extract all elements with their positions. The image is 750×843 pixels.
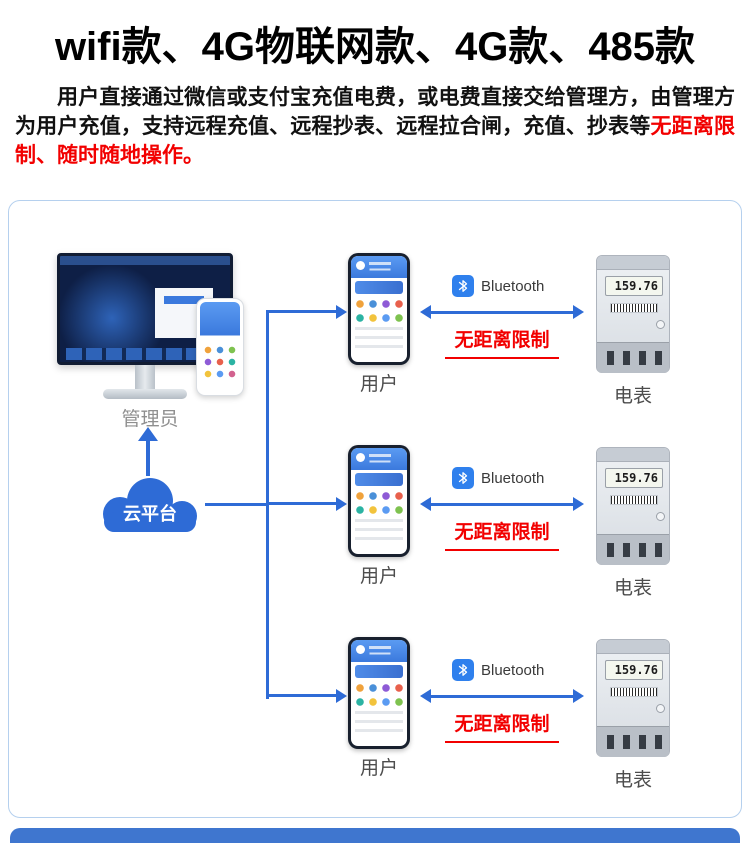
meter-label: 电表: [613, 770, 652, 791]
bluetooth-label: Bluetooth: [481, 469, 545, 487]
meter-terminal-block: [597, 534, 669, 565]
meter-button: [656, 320, 665, 329]
phone-screen: [351, 640, 407, 746]
electric-meter: 159.76: [596, 255, 670, 373]
bidirectional-arrow: [420, 689, 584, 703]
bidirectional-arrow: [420, 305, 584, 319]
phone-app-list: [355, 519, 403, 541]
meter-top-plate: [597, 448, 669, 462]
arrow-head-left: [420, 689, 431, 703]
cloud-to-admin-arrow-line: [146, 440, 150, 476]
meter-lcd-display: 159.76: [605, 468, 663, 488]
page-title: wifi款、4G物联网款、4G款、485款: [54, 25, 696, 69]
flow-row: 用户 Bluetooth 无距离限制 159.76 电表: [0, 637, 750, 827]
phone-app-icon-grid: [353, 681, 405, 709]
bluetooth-badge: Bluetooth: [452, 467, 544, 489]
no-distance-limit-text: 无距离限制: [445, 517, 559, 551]
bidirectional-arrow: [420, 497, 584, 511]
cloud-to-admin-arrow-head: [138, 427, 158, 441]
meter-label: 电表: [613, 578, 652, 599]
admin-label: 管理员: [121, 409, 179, 430]
meter-lcd-display: 159.76: [605, 276, 663, 296]
branch-arrow-head: [336, 689, 347, 703]
meter-top-plate: [597, 256, 669, 270]
intro-paragraph: 用户直接通过微信或支付宝充值电费，或电费直接交给管理方，由管理方为用户充值，支持…: [15, 84, 735, 171]
branch-arrow-line: [268, 502, 336, 505]
meter-label: 电表: [613, 386, 652, 407]
phone-app-icon-grid: [353, 297, 405, 325]
phone-app-list: [355, 327, 403, 349]
monitor-stand-neck: [135, 365, 155, 391]
no-distance-limit: 无距离限制: [420, 325, 584, 359]
phone-app-list: [355, 711, 403, 733]
user-phone: [348, 253, 410, 365]
bluetooth-icon: [452, 659, 474, 681]
meter-barcode: [610, 303, 658, 313]
cloud-icon: [103, 478, 197, 532]
electric-meter: 159.76: [596, 639, 670, 757]
meter-terminal-block: [597, 726, 669, 757]
user-label: 用户: [359, 566, 398, 587]
arrow-head-right: [573, 689, 584, 703]
no-distance-limit-text: 无距离限制: [445, 325, 559, 359]
phone-app-icon-grid: [353, 489, 405, 517]
phone-screen: [351, 256, 407, 362]
flow-row: 用户 Bluetooth 无距离限制 159.76 电表: [0, 445, 750, 635]
bluetooth-badge: Bluetooth: [452, 659, 544, 681]
intro-text: 用户直接通过微信或支付宝充值电费，或电费直接交给管理方，由管理方为用户充值，支持…: [15, 86, 735, 138]
phone-app-header: [351, 448, 407, 470]
arrow-bar: [429, 310, 575, 314]
bottom-accent-bar: [10, 828, 740, 843]
electric-meter: 159.76: [596, 447, 670, 565]
branch-arrow-head: [336, 305, 347, 319]
flow-row: 用户 Bluetooth 无距离限制 159.76 电表: [0, 253, 750, 443]
bluetooth-badge: Bluetooth: [452, 275, 544, 297]
arrow-head-left: [420, 497, 431, 511]
cloud-platform: 云平台: [90, 474, 210, 538]
arrow-head-left: [420, 305, 431, 319]
phone-app-header: [351, 256, 407, 278]
meter-button: [656, 704, 665, 713]
user-label: 用户: [359, 374, 398, 395]
bluetooth-icon: [452, 467, 474, 489]
meter-button: [656, 512, 665, 521]
arrow-head-right: [573, 305, 584, 319]
monitor-stand-base: [103, 389, 187, 399]
branch-arrow-line: [268, 310, 336, 313]
phone-app-banner: [355, 281, 403, 294]
no-distance-limit-text: 无距离限制: [445, 709, 559, 743]
phone-app-header: [351, 640, 407, 662]
branch-arrow-line: [268, 694, 336, 697]
arrow-bar: [429, 502, 575, 506]
cloud-label: 云平台: [123, 504, 177, 524]
phone-app-banner: [355, 665, 403, 678]
arrow-bar: [429, 694, 575, 698]
meter-terminal-block: [597, 342, 669, 373]
meter-top-plate: [597, 640, 669, 654]
intro-highlight-text: 无距离限制、随时随地操作。: [15, 114, 735, 167]
admin-phone-screen: [200, 302, 240, 392]
no-distance-limit: 无距离限制: [420, 517, 584, 551]
user-phone: [348, 445, 410, 557]
meter-lcd-display: 159.76: [605, 660, 663, 680]
cloud-to-trunk-line: [205, 503, 267, 506]
bluetooth-label: Bluetooth: [481, 661, 545, 679]
meter-barcode: [610, 495, 658, 505]
bluetooth-icon: [452, 275, 474, 297]
branch-arrow-head: [336, 497, 347, 511]
admin-phone: [196, 298, 244, 396]
phone-app-banner: [355, 473, 403, 486]
connector-trunk-line: [266, 310, 269, 699]
meter-barcode: [610, 687, 658, 697]
phone-screen: [351, 448, 407, 554]
arrow-head-right: [573, 497, 584, 511]
user-phone: [348, 637, 410, 749]
no-distance-limit: 无距离限制: [420, 709, 584, 743]
user-label: 用户: [359, 758, 398, 779]
bluetooth-label: Bluetooth: [481, 277, 545, 295]
